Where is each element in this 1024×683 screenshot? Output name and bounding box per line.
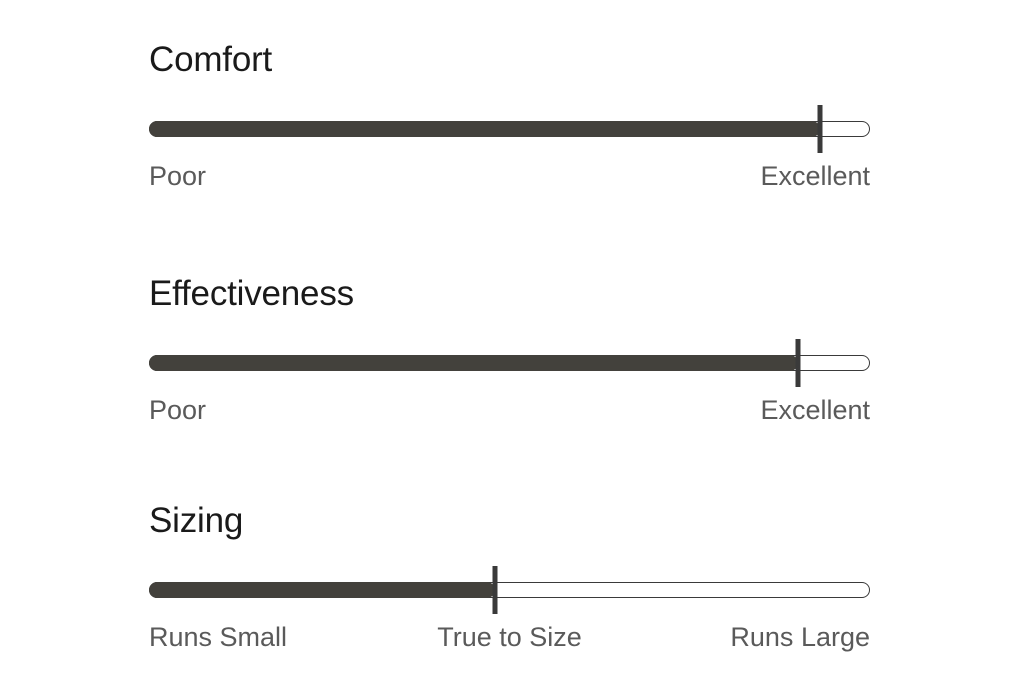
scale-label-high: Excellent bbox=[760, 395, 870, 425]
scale-labels-comfort: Poor Excellent bbox=[149, 159, 870, 193]
slider-fill bbox=[149, 582, 496, 598]
rating-slider-effectiveness[interactable] bbox=[149, 339, 870, 387]
scale-label-high: Runs Large bbox=[730, 622, 870, 652]
rating-title-effectiveness: Effectiveness bbox=[149, 274, 354, 313]
rating-title-sizing: Sizing bbox=[149, 501, 244, 540]
slider-value-tick[interactable] bbox=[795, 339, 801, 387]
scale-labels-effectiveness: Poor Excellent bbox=[149, 393, 870, 427]
scale-label-low: Poor bbox=[149, 161, 207, 191]
scale-label-mid: True to Size bbox=[437, 622, 582, 652]
scale-label-high: Excellent bbox=[760, 161, 870, 191]
scale-label-low: Runs Small bbox=[149, 622, 288, 652]
slider-fill bbox=[149, 355, 798, 371]
rating-group-sizing: Sizing Runs Small True to Size Runs Larg… bbox=[149, 503, 870, 654]
slider-value-tick[interactable] bbox=[492, 566, 498, 614]
rating-slider-comfort[interactable] bbox=[149, 105, 870, 153]
rating-slider-sizing[interactable] bbox=[149, 566, 870, 614]
rating-group-comfort: Comfort Poor Excellent bbox=[149, 42, 870, 193]
slider-fill bbox=[149, 121, 820, 137]
rating-title-comfort: Comfort bbox=[149, 40, 273, 79]
scale-labels-sizing: Runs Small True to Size Runs Large bbox=[149, 620, 870, 654]
rating-group-effectiveness: Effectiveness Poor Excellent bbox=[149, 276, 870, 427]
scale-label-low: Poor bbox=[149, 395, 207, 425]
slider-value-tick[interactable] bbox=[817, 105, 823, 153]
